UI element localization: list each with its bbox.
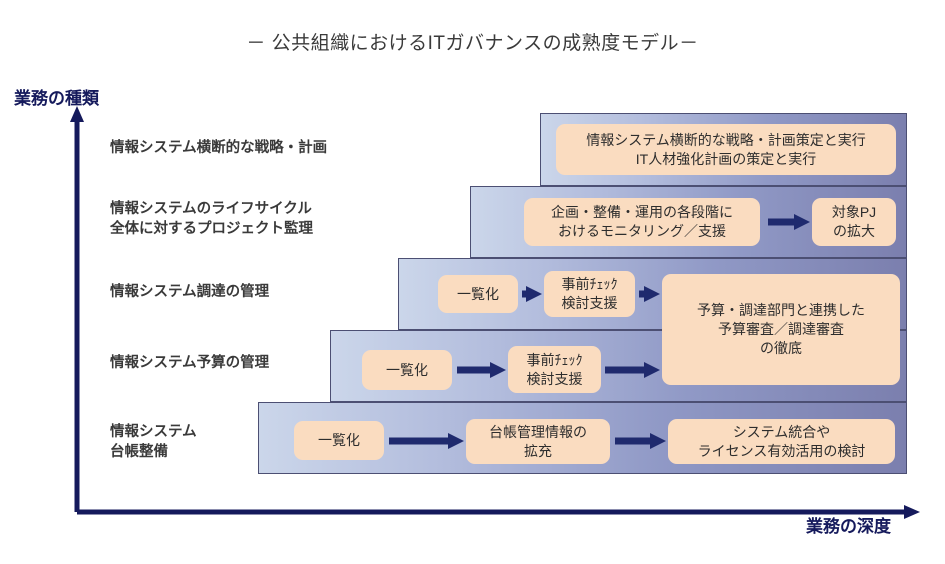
row-label-ledger-prep: 情報システム 台帳整備 [110, 424, 197, 460]
x-axis-arrowhead [904, 505, 920, 519]
box-precheck-3[interactable]: 事前ﾁｪｯｸ 検討支援 [544, 271, 635, 317]
page-title: － 公共組織におけるITガバナンスの成熟度モデル－ [246, 33, 699, 54]
box-list-5[interactable]: 一覧化 [294, 421, 384, 460]
row-label-budget-mgmt: 情報システム予算の管理 [110, 355, 270, 371]
box-target-pj[interactable]: 対象PJ の拡大 [812, 198, 896, 246]
box-list-3[interactable]: 一覧化 [438, 275, 518, 313]
box-strategy-exec[interactable]: 情報システム横断的な戦略・計画策定と実行 IT人材強化計画の策定と実行 [556, 124, 896, 175]
row-label-lifecycle-pmo: 情報システムのライフサイクル 全体に対するプロジェクト監理 [110, 201, 313, 237]
y-axis-label: 業務の種類 [14, 89, 99, 108]
box-precheck-4[interactable]: 事前ﾁｪｯｸ 検討支援 [508, 346, 601, 393]
row-label-procurement-mgmt: 情報システム調達の管理 [110, 284, 270, 300]
x-axis-label: 業務の深度 [806, 517, 891, 536]
row-label-strategy-plan: 情報システム横断的な戦略・計画 [110, 140, 328, 156]
box-budget-review[interactable]: 予算・調達部門と連携した 予算審査／調達審査 の徹底 [662, 274, 900, 385]
y-axis-arrowhead [70, 106, 84, 122]
box-list-4[interactable]: 一覧化 [362, 350, 452, 390]
box-system-integration[interactable]: システム統合や ライセンス有効活用の検討 [668, 419, 895, 464]
box-ledger-expand[interactable]: 台帳管理情報の 拡充 [466, 419, 610, 464]
box-monitoring[interactable]: 企画・整備・運用の各段階に おけるモニタリング／支援 [524, 198, 760, 246]
